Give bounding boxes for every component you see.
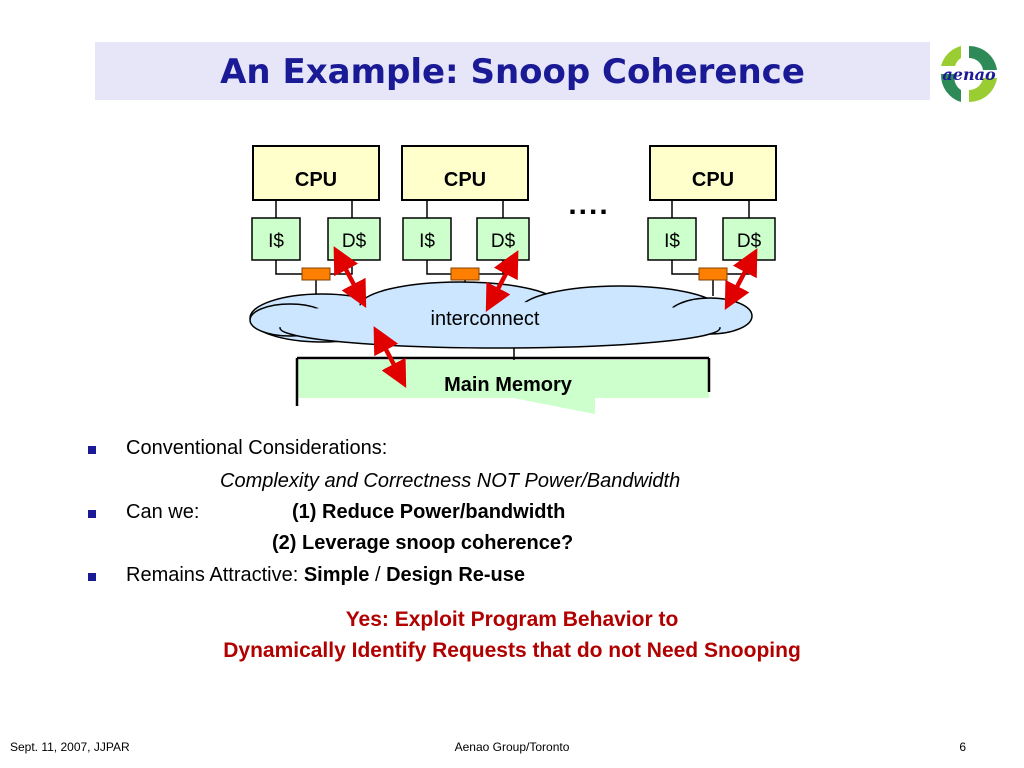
cpu-label-1: CPU [295,169,337,191]
footer-group: Aenao Group/Toronto [454,740,570,754]
logo-text: aenao [942,65,996,84]
dcache-label-1: D$ [342,231,367,252]
slide-title: An Example: Snoop Coherence [220,52,805,92]
cpu-box-2 [401,145,529,201]
node-2: CPU I$ D$ [401,145,530,296]
bullet-3-bold-2: Design Re-use [386,564,526,586]
aenao-logo: aenao [940,45,997,103]
bullet-marker [88,510,96,518]
bullet-marker [88,446,96,454]
bullet-3-bold-1: Simple [303,564,370,586]
cpu-label-2: CPU [444,169,486,191]
bullet-text-1: Conventional Considerations: [126,437,388,459]
icache-label-3: I$ [664,231,680,252]
bus-switch-2 [450,267,480,281]
title-banner [95,42,930,100]
node-1: CPU I$ D$ [251,145,381,296]
icache-box-1 [251,217,301,261]
interconnect-label: interconnect [431,308,540,330]
snoop-arrow-3 [724,248,758,310]
cpu-label-3: CPU [692,169,734,191]
bullet-2-item-2: (2) Leverage snoop coherence? [272,532,574,554]
main-memory-label: Main Memory [444,374,573,396]
bus-switch-3 [698,267,728,281]
more-nodes-ellipsis: .... [568,188,609,221]
bullet-sub-1: Complexity and Correctness NOT Power/Ban… [220,470,681,492]
dcache-label-3: D$ [737,231,762,252]
bullet-3-sep: / [369,564,387,586]
conclusion-line-1: Yes: Exploit Program Behavior to [345,608,679,631]
footer-page-number: 6 [959,740,966,754]
node-3: CPU I$ D$ [647,145,777,296]
footer-date: Sept. 11, 2007, JJPAR [10,740,130,754]
conclusion-line-2: Dynamically Identify Requests that do no… [223,639,801,662]
memory-arrow [373,326,407,388]
bullet-text-2: Can we: [126,501,200,523]
dcache-label-2: D$ [491,231,516,252]
cpu-box-3 [649,145,777,201]
bullet-text-3: Remains Attractive: [126,564,304,586]
cpu-box-1 [252,145,380,201]
icache-box-3 [647,217,697,261]
icache-label-1: I$ [268,231,284,252]
snoop-arrow-2 [485,250,519,312]
snoop-diagram: CPU I$ D$ CPU I$ D$ .... CPU I$ D$ [249,145,777,414]
snoop-arrow-1 [333,246,367,308]
bus-switch-1 [301,267,331,281]
bullet-marker [88,573,96,581]
icache-label-2: I$ [419,231,435,252]
bullet-2-item-1: (1) Reduce Power/bandwidth [292,501,566,523]
icache-box-2 [402,217,452,261]
